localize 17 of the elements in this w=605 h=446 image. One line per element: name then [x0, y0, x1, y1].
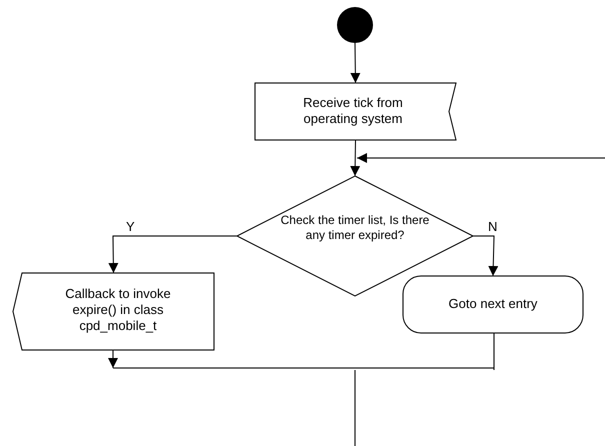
- arrow: [356, 153, 605, 163]
- arrow: [472, 236, 498, 276]
- edge-label: N: [488, 220, 498, 234]
- process-box: [403, 276, 583, 333]
- node-text: Check the timer list, Is there any timer expired?: [280, 213, 430, 243]
- node-text: Receive tick from operating system: [302, 95, 404, 127]
- arrow: [350, 140, 360, 176]
- start-node: [337, 7, 373, 43]
- arrow: [108, 350, 118, 368]
- node-text: Callback to invoke expire() in class cpd_mobile_t: [64, 286, 172, 334]
- process-box: [255, 83, 456, 140]
- edge-label: Y: [126, 220, 135, 234]
- arrow: [350, 42, 360, 84]
- process-box: [13, 273, 214, 350]
- decision-diamond: [237, 176, 473, 296]
- node-text: Goto next entry: [448, 296, 538, 312]
- arrow: [108, 236, 238, 274]
